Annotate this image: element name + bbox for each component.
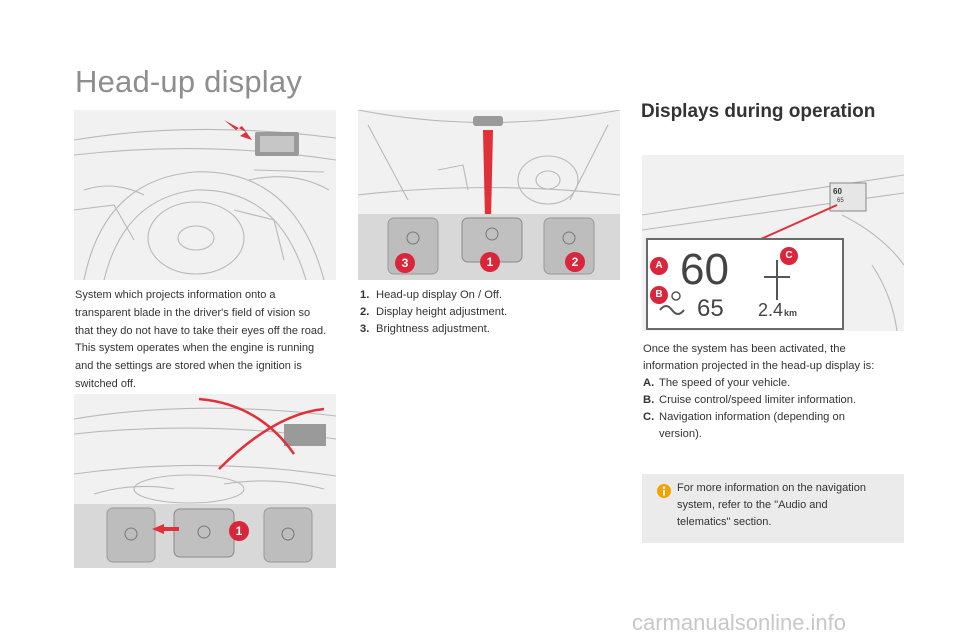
controls-list: 1. Head-up display On / Off. 2. Display … <box>360 287 620 338</box>
callout-1-bottom: 1 <box>229 521 249 541</box>
intro-line: switched off. <box>75 377 136 390</box>
operation-intro-line: Once the system has been activated, the <box>643 343 846 355</box>
intro-paragraph: System which projects information onto a… <box>75 287 340 394</box>
callout-c: C <box>780 247 798 265</box>
intro-line: This system operates when the engine is … <box>75 342 315 355</box>
dashboard-switch-figure <box>74 394 336 568</box>
callout-2: 2 <box>565 252 585 272</box>
list-item: 1. Head-up display On / Off. <box>360 287 620 304</box>
item-label: Navigation information (depending on ver… <box>659 409 905 443</box>
callout-1: 1 <box>480 252 500 272</box>
hud-distance-unit: km <box>784 308 798 318</box>
item-letter: C. <box>643 411 655 423</box>
item-number: 1. <box>360 289 370 301</box>
note-line: system, refer to the "Audio and <box>677 499 828 511</box>
item-letter: A. <box>643 377 655 389</box>
item-number: 3. <box>360 323 370 335</box>
list-item: 2. Display height adjustment. <box>360 304 620 321</box>
note-line: For more information on the navigation <box>677 482 866 494</box>
item-label: Brightness adjustment. <box>376 323 490 335</box>
item-label: Display height adjustment. <box>376 306 508 318</box>
callout-3: 3 <box>395 253 415 273</box>
intro-line: System which projects information onto a <box>75 289 276 301</box>
info-icon <box>657 484 671 498</box>
item-letter: B. <box>643 394 655 406</box>
note-line: telematics" section. <box>677 516 772 528</box>
item-label: Cruise control/speed limiter information… <box>659 394 857 406</box>
small-speed: 60 <box>833 187 842 196</box>
hud-limit: 65 <box>697 295 724 322</box>
section-heading: Displays during operation <box>641 101 876 122</box>
intro-line: that they do not have to take their eyes… <box>75 324 327 337</box>
intro-line: and the settings are stored when the ign… <box>75 360 302 373</box>
callout-a: A <box>650 257 668 275</box>
hud-dashboard-figure <box>74 110 336 280</box>
footer-watermark: carmanualsonline.info <box>632 610 847 635</box>
item-number: 2. <box>360 306 370 318</box>
item-label: The speed of your vehicle. <box>659 377 791 389</box>
item-label: Head-up display On / Off. <box>376 289 503 301</box>
info-note-text: For more information on the navigation s… <box>677 480 897 531</box>
hud-readout-figure: 60 65 60 65 2.4 km A B C <box>642 155 904 331</box>
item-label-line: Navigation information (depending on <box>659 411 845 423</box>
operation-description: Once the system has been activated, the … <box>643 341 905 443</box>
hud-distance: 2.4 <box>758 300 784 320</box>
operation-intro-line: information projected in the head-up dis… <box>643 360 875 372</box>
info-note: For more information on the navigation s… <box>642 474 904 543</box>
item-label-line: version). <box>659 428 702 440</box>
list-item: 3. Brightness adjustment. <box>360 321 620 338</box>
list-item: C. Navigation information (depending on … <box>643 409 905 443</box>
hud-speed: 60 <box>680 245 729 294</box>
list-item: B. Cruise control/speed limiter informat… <box>643 392 905 409</box>
callout-b: B <box>650 286 668 304</box>
small-limit: 65 <box>837 198 844 204</box>
intro-line: transparent blade in the driver's field … <box>75 306 311 319</box>
page-title: Head-up display <box>75 64 303 99</box>
list-item: A. The speed of your vehicle. <box>643 375 905 392</box>
